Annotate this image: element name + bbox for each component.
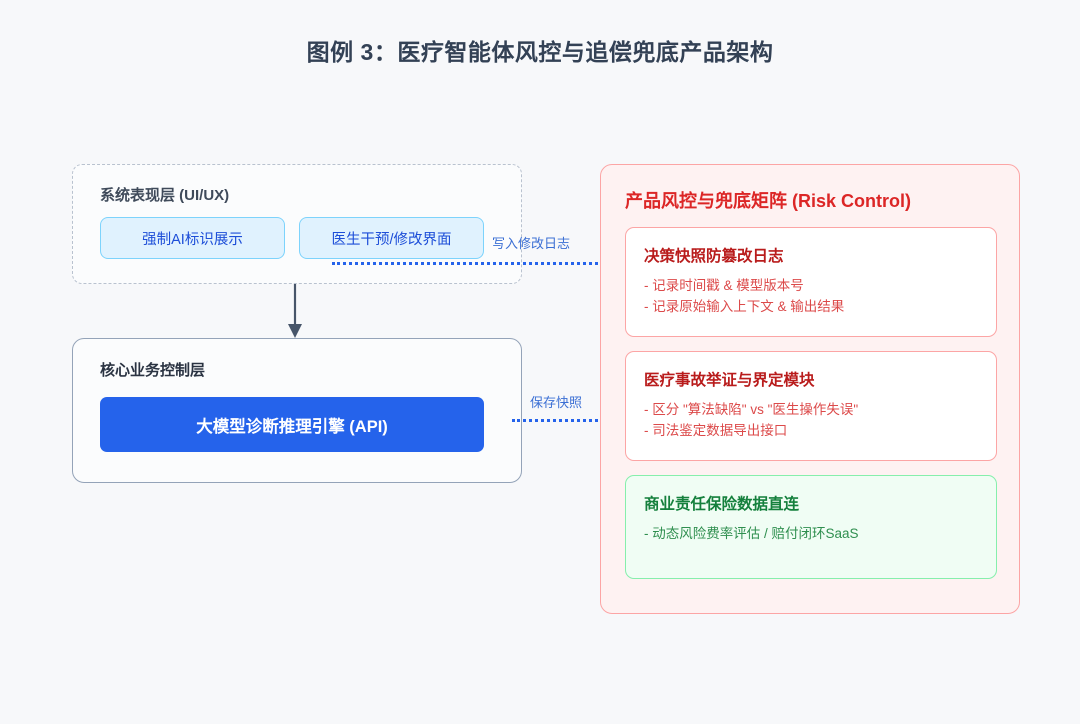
risk-card-bullet: - 记录原始输入上下文 & 输出结果 [644, 298, 845, 314]
risk-card-title: 医疗事故举证与界定模块 [644, 371, 815, 389]
risk-card-list: 决策快照防篡改日志 - 记录时间戳 & 模型版本号 - 记录原始输入上下文 & … [625, 227, 997, 579]
chip-ai-label-display[interactable]: 强制AI标识展示 [100, 217, 285, 259]
presentation-chip-row: 强制AI标识展示 医生干预/修改界面 [100, 217, 484, 259]
risk-card-bullet: - 司法鉴定数据导出接口 [644, 422, 788, 438]
core-layer-title: 核心业务控制层 [100, 362, 206, 379]
presentation-layer-container: 系统表现层 (UI/UX) 强制AI标识展示 医生干预/修改界面 [72, 164, 522, 284]
connector-label-save-snapshot: 保存快照 [530, 395, 583, 410]
risk-card-bullet: - 区分 "算法缺陷" vs "医生操作失误" [644, 401, 859, 417]
risk-control-panel-title: 产品风控与兜底矩阵 (Risk Control) [625, 191, 911, 211]
connector-write-log-arrow-icon [332, 253, 630, 275]
chip-doctor-intervention[interactable]: 医生干预/修改界面 [299, 217, 484, 259]
risk-card-liability-insurance-link[interactable]: 商业责任保险数据直连 - 动态风险费率评估 / 赔付闭环SaaS [625, 474, 997, 579]
connector-label-write-log: 写入修改日志 [492, 236, 571, 251]
layer-flow-arrow-icon [285, 284, 305, 340]
risk-control-panel: 产品风控与兜底矩阵 (Risk Control) 决策快照防篡改日志 - 记录时… [600, 164, 1020, 614]
core-layer-container: 核心业务控制层 大模型诊断推理引擎 (API) [72, 338, 522, 483]
page-title: 图例 3：医疗智能体风控与追偿兜底产品架构 [306, 39, 774, 65]
risk-card-bullet: - 动态风险费率评估 / 赔付闭环SaaS [644, 525, 859, 541]
risk-card-title: 商业责任保险数据直连 [644, 495, 800, 513]
risk-card-bullet: - 记录时间戳 & 模型版本号 [644, 278, 804, 293]
llm-diagnosis-engine-button[interactable]: 大模型诊断推理引擎 (API) [100, 397, 484, 452]
risk-card-title: 决策快照防篡改日志 [644, 248, 784, 265]
presentation-layer-title: 系统表现层 (UI/UX) [100, 187, 230, 204]
risk-card-medical-incident-evidence[interactable]: 医疗事故举证与界定模块 - 区分 "算法缺陷" vs "医生操作失误" - 司法… [625, 350, 997, 461]
risk-card-decision-snapshot-log[interactable]: 决策快照防篡改日志 - 记录时间戳 & 模型版本号 - 记录原始输入上下文 & … [625, 227, 997, 337]
